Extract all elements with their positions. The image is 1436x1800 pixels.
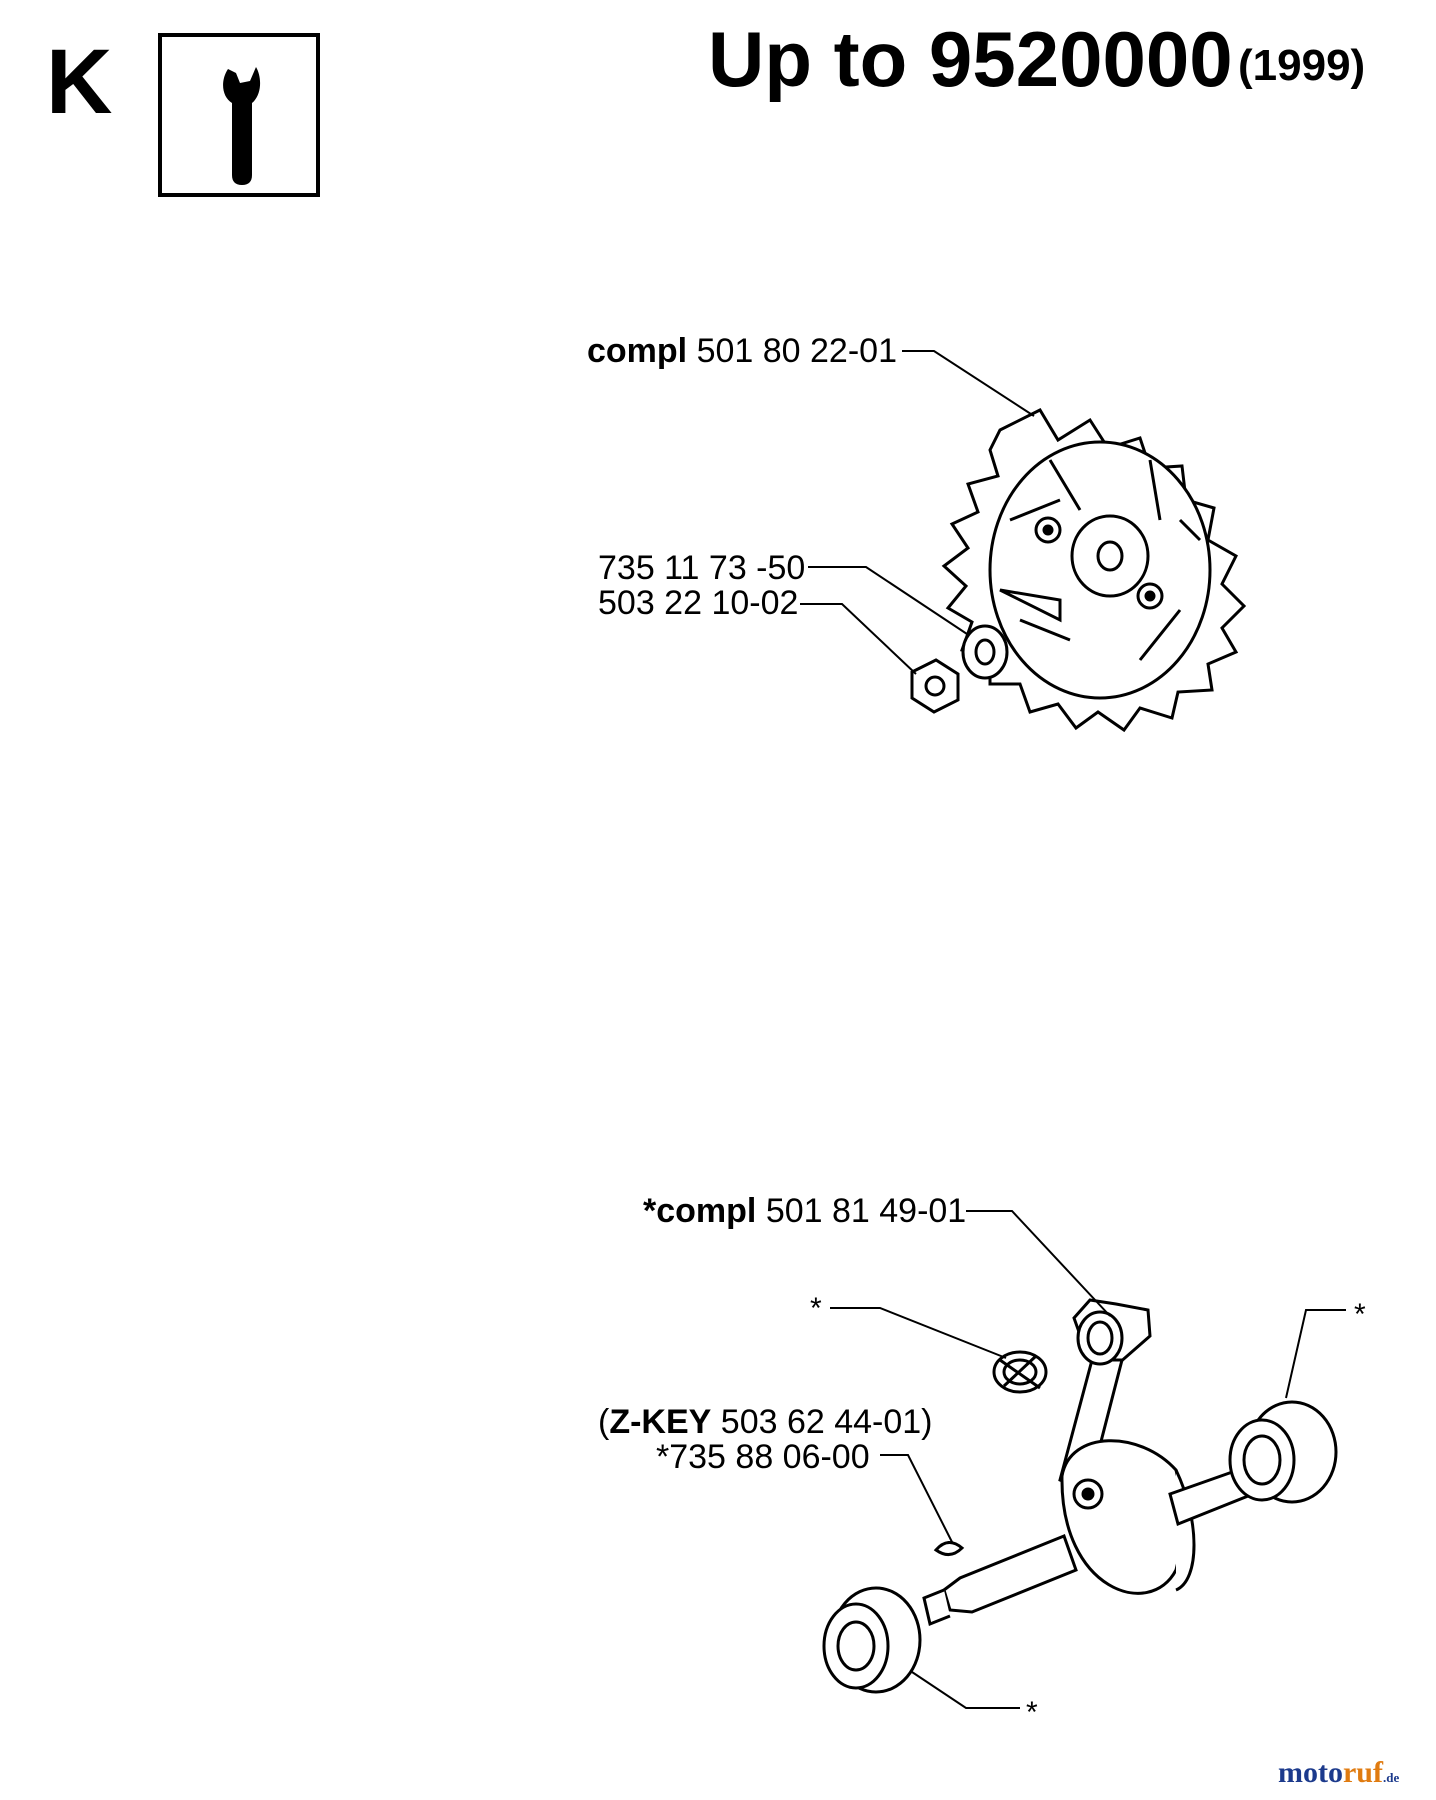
key-part-number: *735 88 06-00: [656, 1438, 870, 1476]
crankshaft-compl-prefix: *compl: [643, 1192, 757, 1230]
flywheel-compl-label: compl 501 80 22-01: [587, 334, 897, 368]
watermark-logo: motoruf.de: [1278, 1758, 1399, 1788]
crankshaft-compl-label: *compl 501 81 49-01: [643, 1194, 966, 1228]
flywheel-drawing: [910, 408, 1247, 733]
crankshaft-leaders: [830, 1210, 1346, 1709]
needle-bearing-star: *: [810, 1292, 822, 1325]
watermark-part-a: moto: [1278, 1756, 1343, 1789]
flywheel-compl-prefix: compl: [587, 332, 688, 370]
watermark-part-b: ruf: [1342, 1756, 1383, 1789]
washer-part-number: 735 11 73 -50: [598, 549, 806, 587]
zkey-number: 503 62 44-01): [720, 1403, 933, 1441]
section-letter: K: [46, 31, 113, 133]
tool-box: [158, 33, 320, 197]
zkey-open-paren: (: [598, 1403, 610, 1441]
page-title: Up to 9520000: [708, 15, 1233, 103]
flywheel-compl-number: 501 80 22-01: [696, 332, 897, 370]
flywheel-leaders: [800, 350, 1035, 675]
watermark-tld: .de: [1382, 1770, 1400, 1785]
crankshaft-compl-number: 501 81 49-01: [765, 1192, 967, 1230]
crankshaft-drawing: [822, 1298, 1338, 1694]
zkey-prefix: Z-KEY: [609, 1403, 712, 1441]
title-year: (1999): [1238, 41, 1366, 90]
nut-part-number: 503 22 10-02: [598, 584, 799, 622]
right-bearing-star: *: [1354, 1298, 1366, 1331]
bottom-bearing-star: *: [1026, 1696, 1038, 1729]
wrench-icon: [223, 67, 261, 185]
zkey-label: (Z-KEY 503 62 44-01): [598, 1405, 933, 1439]
